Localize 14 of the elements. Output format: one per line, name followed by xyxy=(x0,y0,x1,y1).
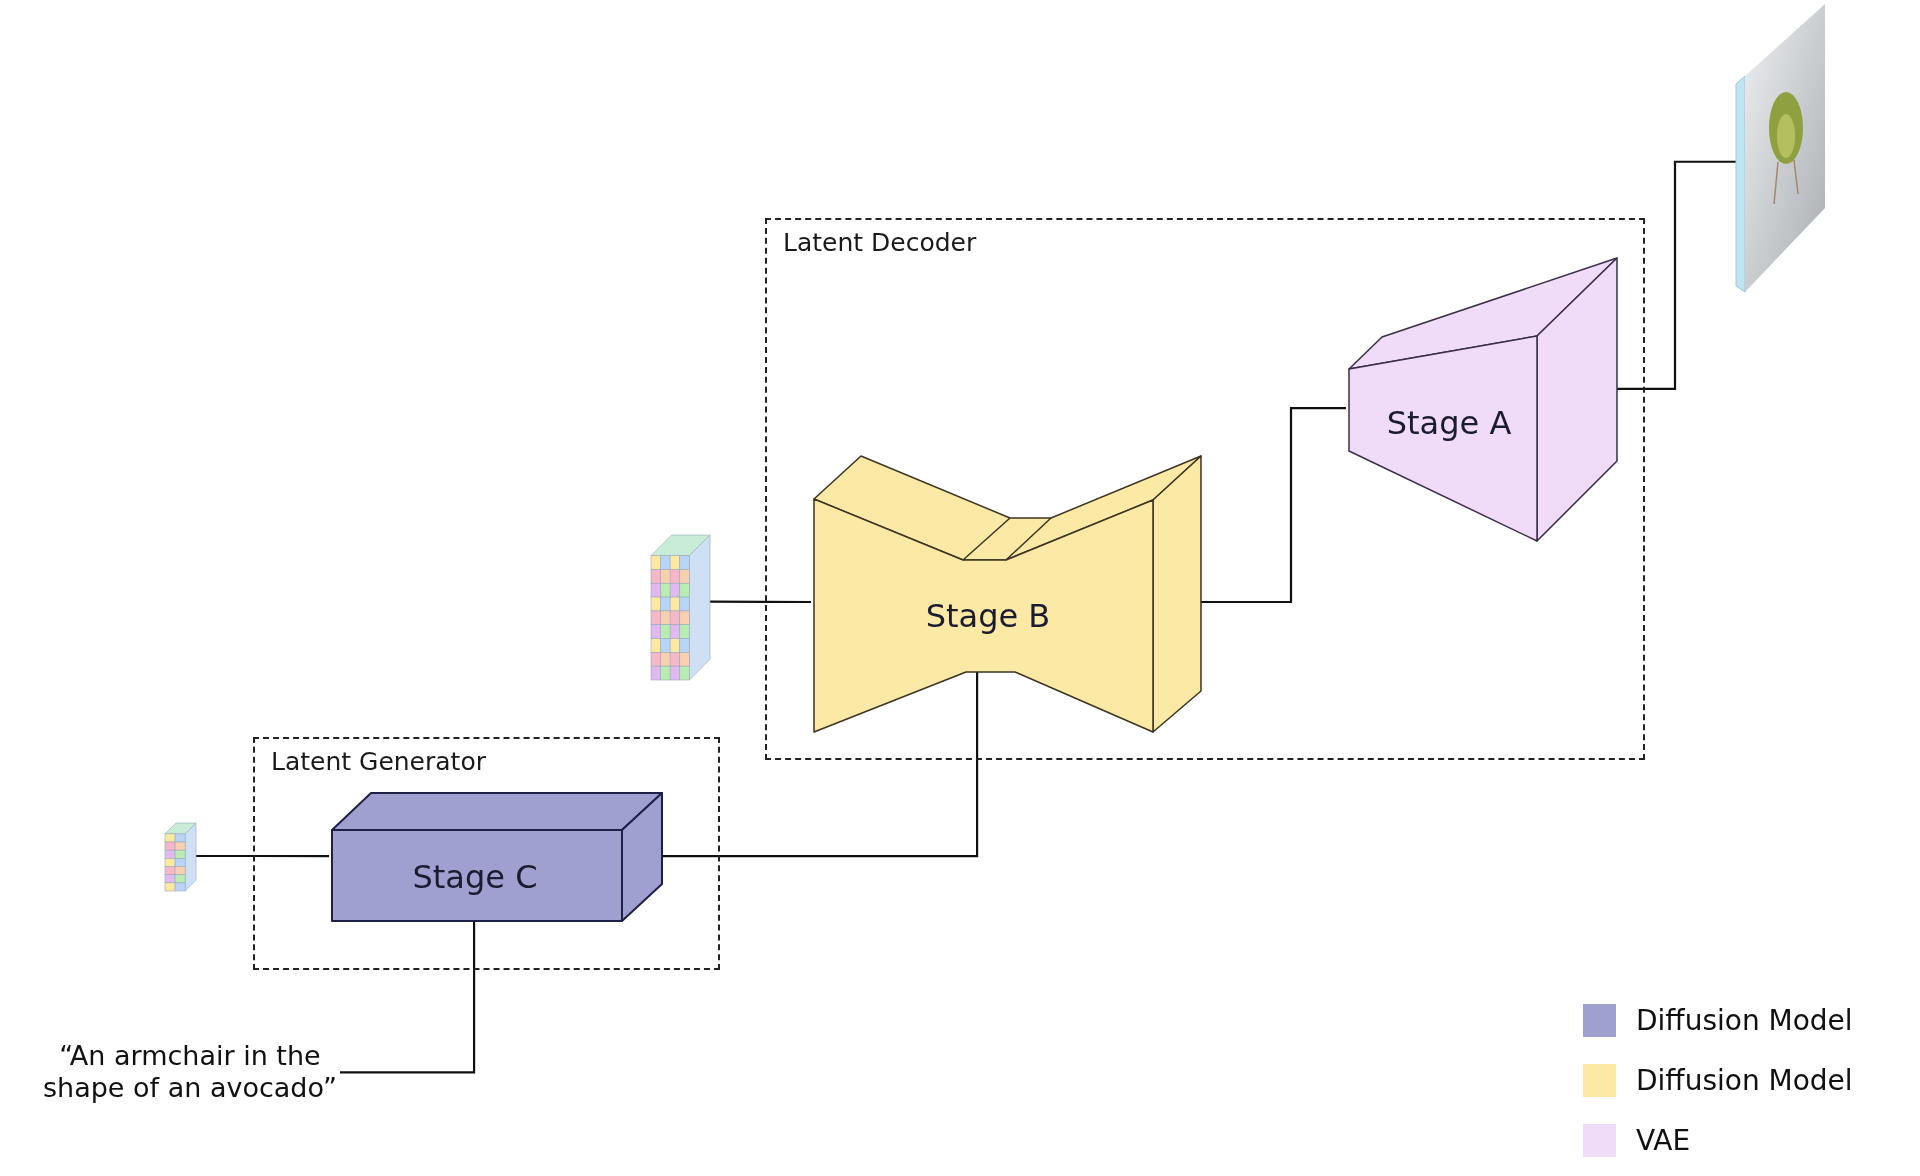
dashed-group-box xyxy=(765,218,1645,760)
legend-label: Diffusion Model xyxy=(1636,1003,1853,1037)
block-label: Stage C xyxy=(412,858,538,896)
connector-line xyxy=(710,600,811,604)
group-label: Latent Generator xyxy=(271,747,486,776)
group-label: Latent Decoder xyxy=(783,228,977,257)
legend-label: Diffusion Model xyxy=(1636,1063,1853,1097)
connector-line xyxy=(340,920,476,1074)
block-label: Stage B xyxy=(925,597,1051,635)
legend-label: VAE xyxy=(1636,1123,1691,1157)
prompt-text: “An armchair in the shape of an avocado” xyxy=(42,1040,338,1105)
connector-line xyxy=(196,854,329,858)
block-label: Stage A xyxy=(1386,404,1512,442)
dashed-group-box xyxy=(253,737,720,970)
